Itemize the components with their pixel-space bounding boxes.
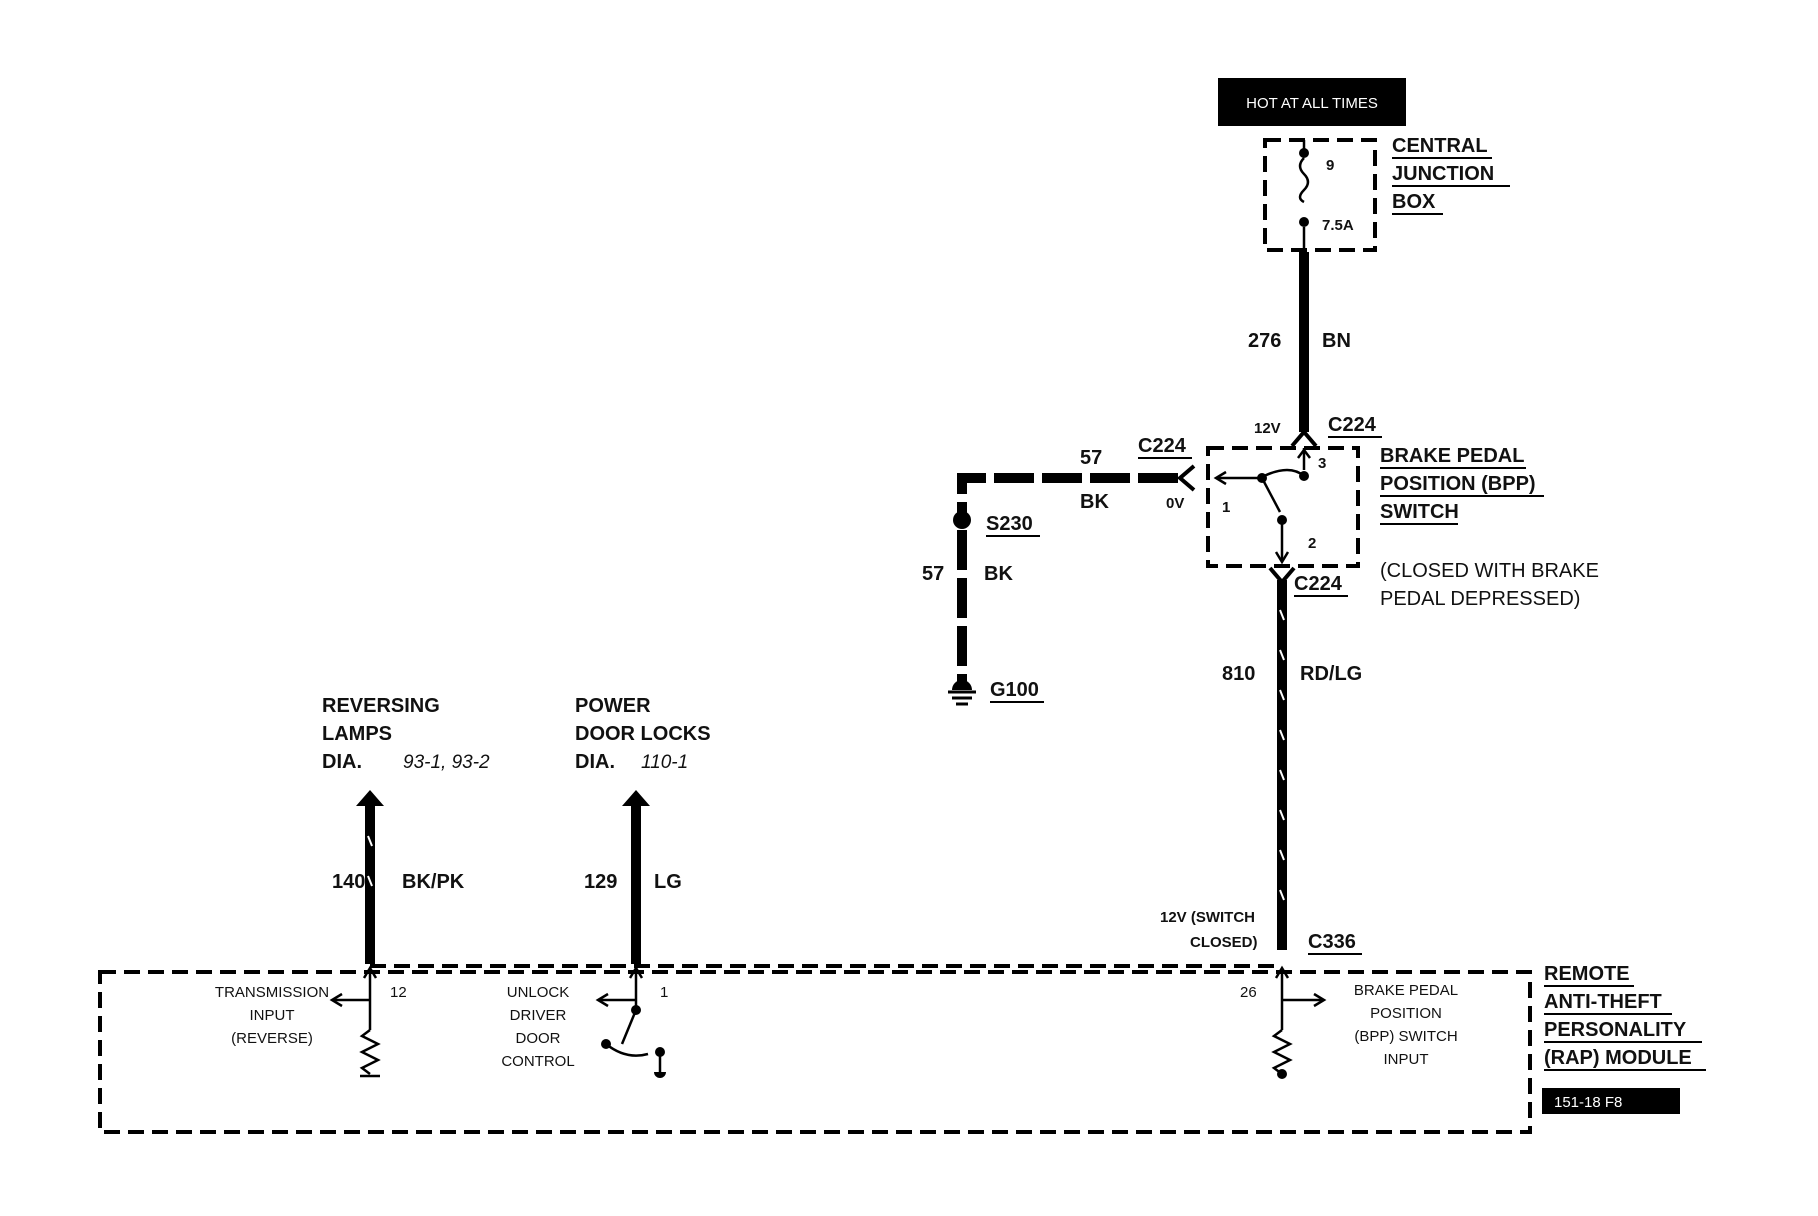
unlock-line-4: CONTROL — [501, 1053, 574, 1070]
wire-57-top-circuit: 57 — [1080, 447, 1102, 469]
rap-module-box — [98, 970, 1532, 1134]
figure-id: 151-18 F8 — [1554, 1094, 1622, 1111]
reversing-dia-label: DIA. — [322, 751, 362, 773]
reversing-arrow-icon — [356, 790, 384, 806]
wire-57-bottom-color: BK — [984, 563, 1013, 585]
fuse-number: 9 — [1326, 157, 1334, 174]
reversing-pin: 12 — [390, 984, 407, 1001]
door-locks-title-line-1: POWER — [575, 695, 651, 717]
bpp-left-voltage: 0V — [1166, 495, 1184, 512]
hot-at-all-times-label: HOT AT ALL TIMES — [1218, 78, 1406, 126]
cjb-title-line-3: BOX — [1392, 191, 1436, 213]
wire-276-circuit: 276 — [1248, 330, 1281, 352]
splice-label: S230 — [986, 513, 1033, 535]
hot-at-all-times-text: HOT AT ALL TIMES — [1246, 95, 1378, 112]
bpp-input-line-4: INPUT — [1384, 1051, 1429, 1068]
c224-top-label: C224 — [1328, 414, 1377, 436]
bpp-title-line-2: POSITION (BPP) — [1380, 473, 1536, 495]
bpp-title-line-1: BRAKE PEDAL — [1380, 445, 1524, 467]
bpp-pin-2: 2 — [1308, 535, 1316, 552]
wire-276-color: BN — [1322, 330, 1351, 352]
resistor-icon — [1271, 1029, 1293, 1075]
fuse-icon — [1298, 157, 1310, 204]
connector-c224-left — [1176, 464, 1196, 492]
rap-title-line-1: REMOTE — [1544, 963, 1630, 985]
splice-s230 — [953, 511, 971, 529]
door-locks-dia-ref: 110-1 — [641, 752, 688, 773]
bpp-input-line-3: (BPP) SWITCH — [1354, 1028, 1457, 1045]
wire-140-color: BK/PK — [402, 871, 465, 893]
bpp-note-line-1: (CLOSED WITH BRAKE — [1380, 560, 1599, 582]
wire-810-circuit: 810 — [1222, 663, 1255, 685]
reversing-title-line-2: LAMPS — [322, 723, 392, 745]
door-locks-dia-label: DIA. — [575, 751, 615, 773]
cjb-title-line-1: CENTRAL — [1392, 135, 1488, 157]
rap-title-line-3: PERSONALITY — [1544, 1019, 1687, 1041]
door-locks-arrow-icon — [622, 790, 650, 806]
ground-label: G100 — [990, 679, 1039, 701]
wire-57-top — [957, 473, 1178, 520]
reversing-dia-ref: 93-1, 93-2 — [403, 752, 490, 773]
rap-title-line-4: (RAP) MODULE — [1544, 1047, 1692, 1069]
bpp-input-line-1: BRAKE PEDAL — [1354, 982, 1458, 999]
bpp-note-line-2: PEDAL DEPRESSED) — [1380, 588, 1580, 610]
wire-57-bottom-circuit: 57 — [922, 563, 944, 585]
figure-id-box — [1542, 1088, 1680, 1114]
unlock-line-2: DRIVER — [510, 1007, 567, 1024]
door-locks-title-line-2: DOOR LOCKS — [575, 723, 711, 745]
ground-icon — [948, 680, 976, 706]
trans-input-line-3: (REVERSE) — [231, 1030, 313, 1047]
bpp-title: BRAKE PEDAL POSITION (BPP) SWITCH — [1380, 445, 1544, 525]
central-junction-box: 9 7.5A — [1263, 138, 1377, 252]
rap-title-line-2: ANTI-THEFT — [1544, 991, 1662, 1013]
reversing-title-line-1: REVERSING — [322, 695, 440, 717]
rap-voltage-line-2: CLOSED) — [1190, 934, 1258, 951]
wire-810-color: RD/LG — [1300, 663, 1362, 685]
rap-pin: 26 — [1240, 984, 1257, 1001]
door-locks-pin: 1 — [660, 984, 668, 1001]
c224-bottom-label: C224 — [1294, 573, 1343, 595]
cjb-title: CENTRAL JUNCTION BOX — [1392, 135, 1510, 215]
bpp-pin-3: 3 — [1318, 455, 1326, 472]
wire-129-circuit: 129 — [584, 871, 617, 893]
rap-module-title: REMOTE ANTI-THEFT PERSONALITY (RAP) MODU… — [1544, 963, 1706, 1071]
connector-c224-bottom — [1268, 566, 1296, 586]
bpp-pin-1: 1 — [1222, 499, 1230, 516]
wire-57-top-color: BK — [1080, 491, 1109, 513]
unlock-line-1: UNLOCK — [507, 984, 570, 1001]
bpp-input-circuit — [1271, 965, 1327, 1079]
bpp-top-voltage: 12V — [1254, 420, 1281, 437]
wire-810-twist-marks — [1279, 609, 1285, 901]
c224-left-label: C224 — [1138, 435, 1187, 457]
fuse-rating: 7.5A — [1322, 217, 1354, 234]
bpp-input-line-2: POSITION — [1370, 1005, 1442, 1022]
transmission-input-circuit — [329, 965, 381, 1078]
wire-140-circuit: 140 — [332, 871, 365, 893]
c336-label: C336 — [1308, 931, 1356, 953]
rap-voltage-line-1: 12V (SWITCH — [1160, 909, 1255, 926]
trans-input-line-1: TRANSMISSION — [215, 984, 329, 1001]
wire-129-color: LG — [654, 871, 682, 893]
bpp-switch: 3 1 2 — [1206, 446, 1360, 568]
connector-c224-top — [1290, 428, 1318, 448]
cjb-title-line-2: JUNCTION — [1392, 163, 1494, 185]
bpp-title-line-3: SWITCH — [1380, 501, 1459, 523]
resistor-icon — [359, 1029, 381, 1075]
trans-input-line-2: INPUT — [250, 1007, 295, 1024]
unlock-control-circuit — [595, 965, 666, 1078]
unlock-line-3: DOOR — [516, 1030, 561, 1047]
